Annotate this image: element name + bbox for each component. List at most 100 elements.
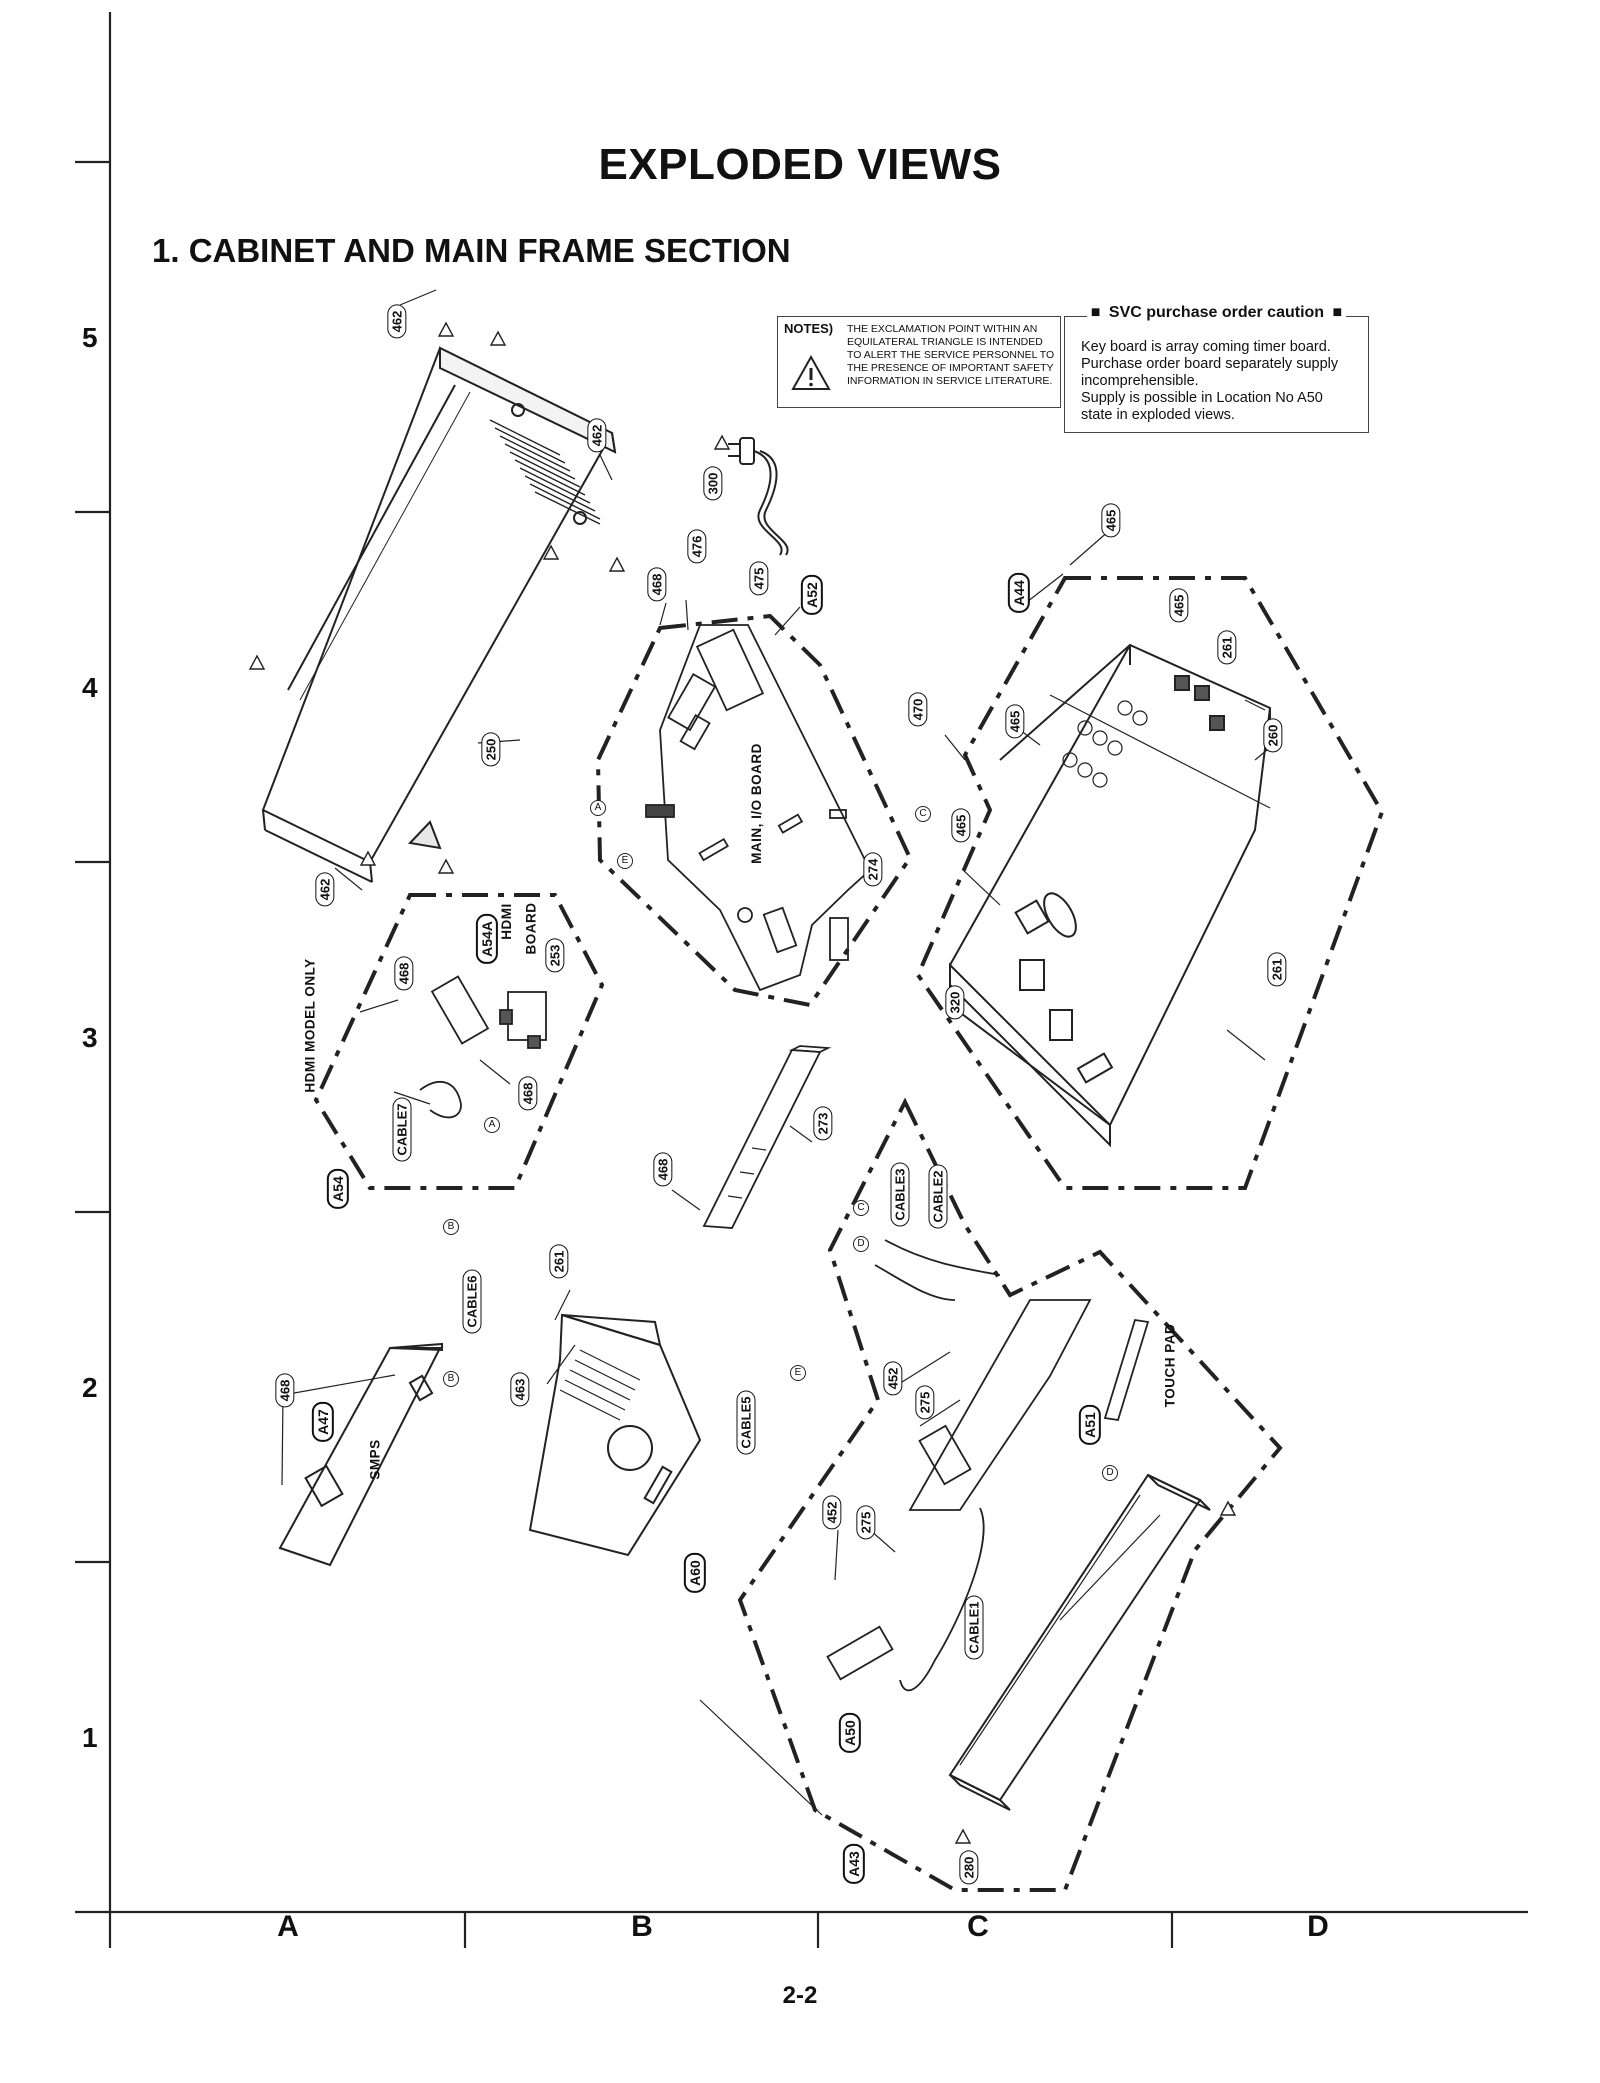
part-label: 280: [959, 1850, 979, 1885]
hdmi-board-label-line1: HDMI: [498, 903, 514, 940]
notes-heading: NOTES): [784, 321, 834, 336]
part-label: 468: [275, 1373, 295, 1408]
part-label: 261: [549, 1244, 569, 1279]
part-label: 475: [749, 561, 769, 596]
a60-loader: [528, 1313, 702, 1557]
part-label-cable5: CABLE5: [736, 1390, 756, 1455]
svc-caution-heading: ■ SVC purchase order caution ■: [1086, 304, 1347, 321]
connector-ref-d: D: [1102, 1465, 1118, 1481]
svc-line: Supply is possible in Location No A50: [1081, 390, 1323, 406]
touch-pad-label: TOUCH PAD: [1162, 1323, 1178, 1408]
svc-line: Key board is array coming timer board.: [1081, 339, 1331, 355]
svc-line: Purchase order board separately supply: [1081, 356, 1339, 372]
connector-ref-b: B: [443, 1219, 459, 1235]
part-label-a52: A52: [800, 575, 823, 615]
main-io-board-label: MAIN, I/O BOARD: [748, 743, 764, 864]
part-label: 462: [587, 418, 607, 453]
top-cover: [261, 346, 617, 883]
grid-col-b: B: [631, 1910, 653, 1943]
part-label: 463: [510, 1372, 530, 1407]
part-label-a51: A51: [1078, 1405, 1101, 1445]
part-label: 300: [703, 466, 723, 501]
connector-ref-a: A: [590, 800, 606, 816]
part-label-cable2: CABLE2: [928, 1164, 948, 1229]
part-label-a44: A44: [1007, 573, 1030, 613]
part-label: 261: [1217, 630, 1237, 665]
grid-row-5: 5: [82, 322, 98, 353]
hdmi-model-only-label: HDMI MODEL ONLY: [302, 958, 318, 1093]
grid-row-1: 1: [82, 1722, 98, 1753]
part-label: 275: [856, 1505, 876, 1540]
warning-markers: [248, 321, 1237, 1844]
part-label-cable6: CABLE6: [462, 1269, 482, 1334]
group-boundaries: [313, 576, 1385, 1892]
part-label: 462: [387, 304, 407, 339]
grid-col-a: A: [277, 1910, 299, 1943]
part-label-cable3: CABLE3: [890, 1162, 910, 1227]
part-label-a50: A50: [838, 1713, 861, 1753]
a50-keyboard: [826, 1239, 1092, 1692]
part-label: 452: [822, 1495, 842, 1530]
warning-triangle-icon: [791, 355, 831, 390]
part-label: 275: [915, 1385, 935, 1420]
grid-frame: [75, 12, 1528, 1948]
connector-ref-c: C: [915, 806, 931, 822]
svc-line: incomprehensible.: [1081, 373, 1199, 389]
grid-col-c: C: [967, 1910, 989, 1943]
bracket-273: [702, 1045, 832, 1229]
boundary-a43: [737, 1097, 1283, 1892]
part-label: 253: [545, 938, 565, 973]
boundary-main-io-board: [595, 613, 913, 1008]
page-title: EXPLODED VIEWS: [598, 140, 1002, 189]
hdmi-board-label-line2: BOARD: [523, 902, 539, 955]
main-io-board: [645, 624, 872, 992]
connector-ref-b: B: [443, 1371, 459, 1387]
part-label: 468: [518, 1076, 538, 1111]
svc-caution-box: ■ SVC purchase order caution ■ Key board…: [1064, 304, 1369, 433]
smps-label: SMPS: [367, 1439, 383, 1480]
part-label: 274: [863, 852, 883, 887]
boundary-a44-frame: [915, 576, 1385, 1190]
part-label-a43: A43: [842, 1844, 865, 1884]
part-label: 465: [951, 808, 971, 843]
connector-ref-e: E: [617, 853, 633, 869]
leader-lines: [281, 289, 1268, 1816]
safety-notes-box: NOTES) THE EXCLAMATION POINT WITHIN AN E…: [777, 316, 1061, 408]
grid-row-4: 4: [82, 672, 98, 703]
part-label: 273: [813, 1106, 833, 1141]
connector-ref-c: C: [853, 1200, 869, 1216]
part-label: 468: [647, 567, 667, 602]
part-label-cable7: CABLE7: [392, 1097, 412, 1162]
part-label: 260: [1263, 718, 1283, 753]
part-label: 465: [1005, 704, 1025, 739]
part-label-a47: A47: [311, 1402, 334, 1442]
power-cord: [728, 437, 789, 556]
part-label: 320: [945, 985, 965, 1020]
a47-smps: [278, 1342, 443, 1567]
section-heading: 1. CABINET AND MAIN FRAME SECTION: [152, 232, 791, 269]
part-label: 462: [315, 872, 335, 907]
part-label: 470: [908, 692, 928, 727]
part-label: 468: [653, 1152, 673, 1187]
part-label: 465: [1169, 588, 1189, 623]
grid-row-2: 2: [82, 1372, 98, 1403]
part-label-a60: A60: [683, 1553, 706, 1593]
connector-ref-a: A: [484, 1117, 500, 1133]
grid-col-d: D: [1307, 1910, 1329, 1943]
part-label: 468: [394, 956, 414, 991]
notes-text: THE EXCLAMATION POINT WITHIN AN EQUILATE…: [847, 323, 1055, 387]
a43-front-panel: [948, 1473, 1211, 1811]
part-label: 261: [1267, 952, 1287, 987]
connector-ref-d: D: [853, 1236, 869, 1252]
part-label-a54: A54: [326, 1169, 349, 1209]
part-label: 250: [481, 732, 501, 767]
page-number: 2-2: [782, 1982, 818, 2009]
hdmi-board-parts: [419, 975, 547, 1119]
svc-line: state in exploded views.: [1081, 407, 1235, 423]
part-label-cable1: CABLE1: [964, 1595, 984, 1660]
part-label-a54a: A54A: [475, 914, 498, 964]
grid-row-3: 3: [82, 1022, 98, 1053]
part-label: 452: [883, 1361, 903, 1396]
part-label: 465: [1101, 503, 1121, 538]
